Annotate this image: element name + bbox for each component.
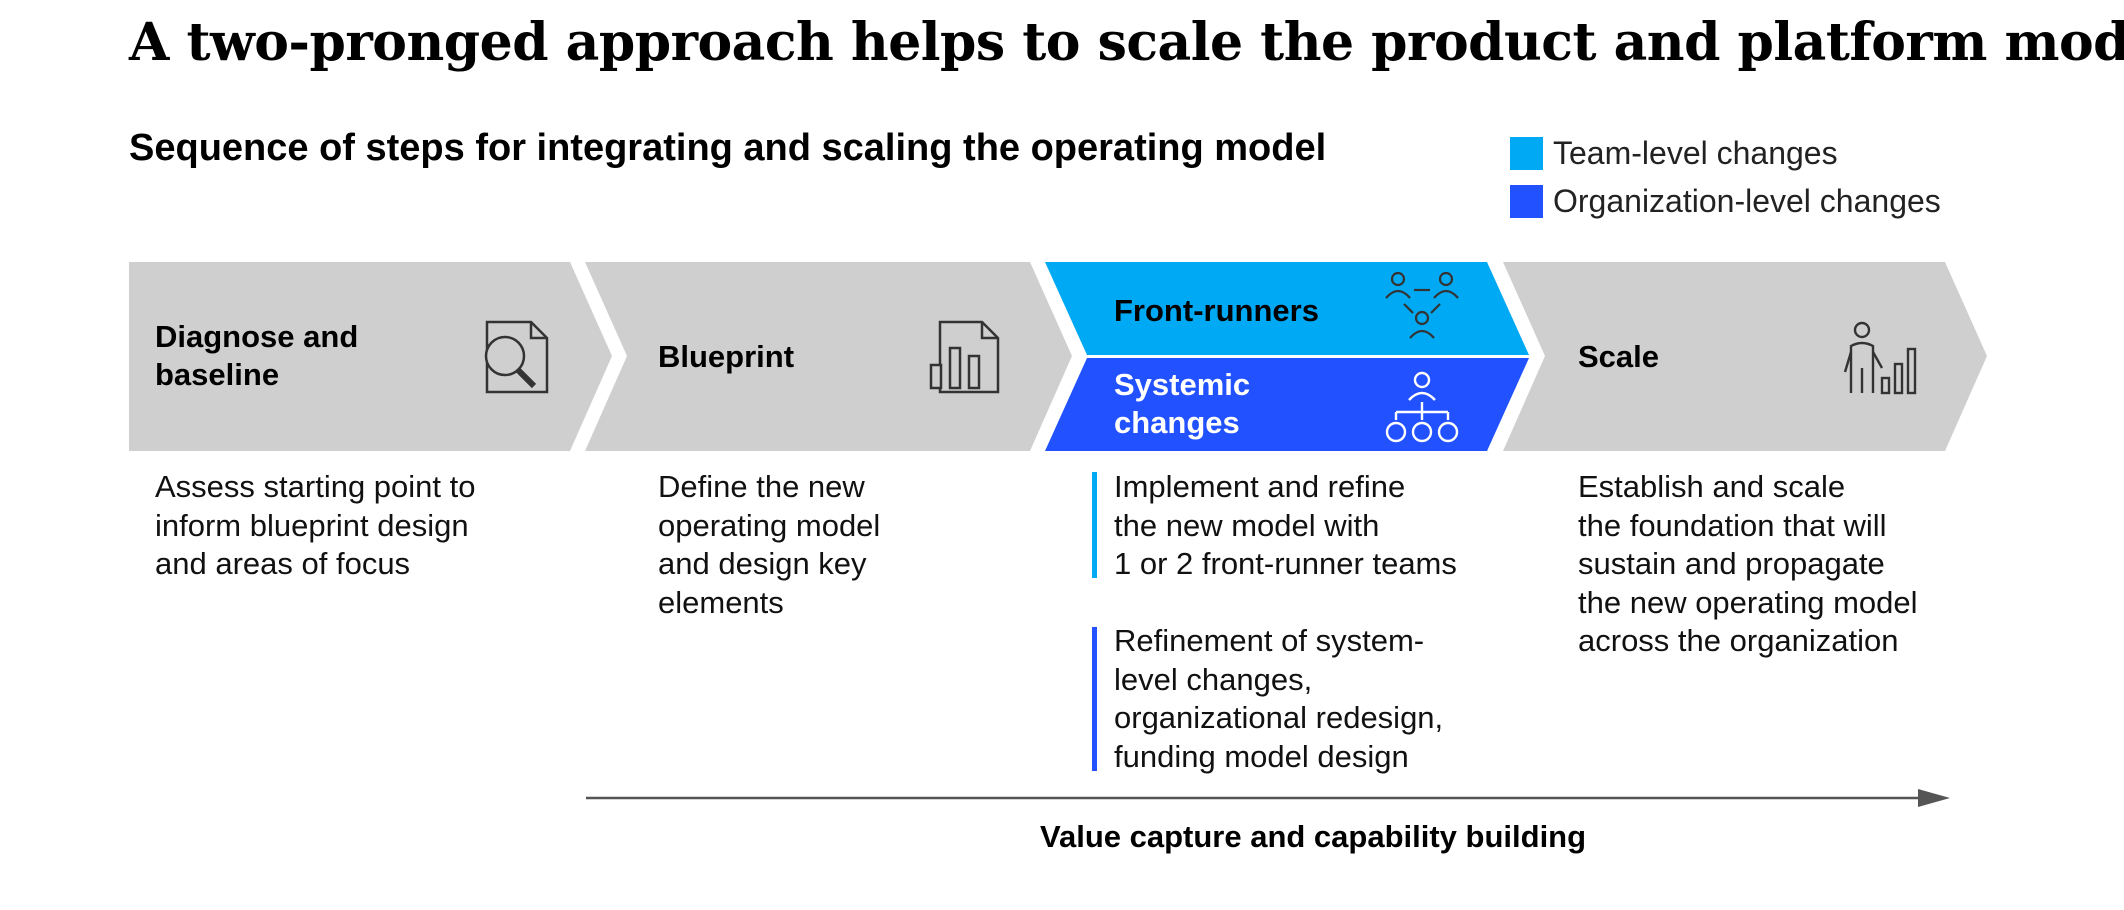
description-line: Assess starting point to xyxy=(155,469,476,504)
description-line: elements xyxy=(658,584,784,620)
legend-item-org: Organization-level changes xyxy=(1510,179,1941,223)
subtitle: Sequence of steps for integrating and sc… xyxy=(129,127,1327,169)
description-line: across the organization xyxy=(1578,623,1899,658)
description-line: the new operating model xyxy=(1578,584,1918,620)
step-chevron-front-runners xyxy=(1045,262,1529,355)
team-accent-bar xyxy=(1092,472,1097,578)
description-line: sustain and propagate xyxy=(1578,546,1885,581)
step-title-diagnose-line2: baseline xyxy=(155,357,280,392)
magnifier-document-icon xyxy=(484,320,549,394)
legend-label-org: Organization-level changes xyxy=(1553,182,1941,219)
legend-item-team: Team-level changes xyxy=(1510,131,1838,175)
description-diagnose: Assess starting point to inform blueprin… xyxy=(155,468,476,584)
step-title-systemic-line2: changes xyxy=(1114,405,1240,440)
step-title-diagnose: Diagnose and baseline xyxy=(155,318,358,394)
description-line: Refinement of system- xyxy=(1114,623,1425,658)
description-line: operating model xyxy=(658,507,881,543)
timeline-label: Value capture and capability building xyxy=(1040,819,1587,854)
person-growth-chart-icon xyxy=(1843,321,1917,395)
description-line: the foundation that will xyxy=(1578,507,1887,543)
step-chevron-blueprint xyxy=(585,262,1072,451)
timeline-arrow xyxy=(586,789,1950,807)
description-line: inform blueprint design xyxy=(155,507,469,543)
step-title-scale: Scale xyxy=(1578,339,1660,374)
description-line: the new model with xyxy=(1114,507,1380,543)
description-line: level changes, xyxy=(1114,661,1313,697)
legend-swatch-org xyxy=(1510,184,1543,218)
legend-swatch-team xyxy=(1510,136,1543,170)
org-accent-bar xyxy=(1092,627,1097,771)
description-line: and areas of focus xyxy=(155,546,411,581)
step-title-systemic: Systemic changes xyxy=(1114,366,1250,442)
description-front-runners: Implement and refine the new model with … xyxy=(1114,468,1457,584)
description-line: Establish and scale xyxy=(1578,469,1846,504)
description-line: Define the new xyxy=(658,469,865,504)
description-line: funding model design xyxy=(1114,738,1409,774)
description-systemic: Refinement of system- level changes, org… xyxy=(1114,622,1443,776)
bar-chart-document-icon xyxy=(929,320,1000,394)
legend-label-team: Team-level changes xyxy=(1553,134,1838,171)
step-title-diagnose-line1: Diagnose and xyxy=(155,319,359,354)
step-title-systemic-line1: Systemic xyxy=(1114,367,1251,402)
description-scale: Establish and scale the foundation that … xyxy=(1578,468,1918,661)
team-network-icon xyxy=(1385,271,1459,339)
description-line: 1 or 2 front-runner teams xyxy=(1114,546,1457,581)
description-line: organizational redesign, xyxy=(1114,700,1444,735)
step-chevron-systemic xyxy=(1045,358,1529,451)
step-title-front-runners: Front-runners xyxy=(1114,293,1319,328)
description-blueprint: Define the new operating model and desig… xyxy=(658,468,880,622)
step-chevron-scale xyxy=(1503,262,1987,451)
step-chevron-diagnose xyxy=(129,262,612,451)
description-line: Implement and refine xyxy=(1114,469,1406,504)
description-line: and design key xyxy=(658,546,867,581)
headline: A two-pronged approach helps to scale th… xyxy=(129,12,2124,73)
step-title-blueprint: Blueprint xyxy=(658,339,795,374)
org-chart-icon xyxy=(1385,371,1459,443)
